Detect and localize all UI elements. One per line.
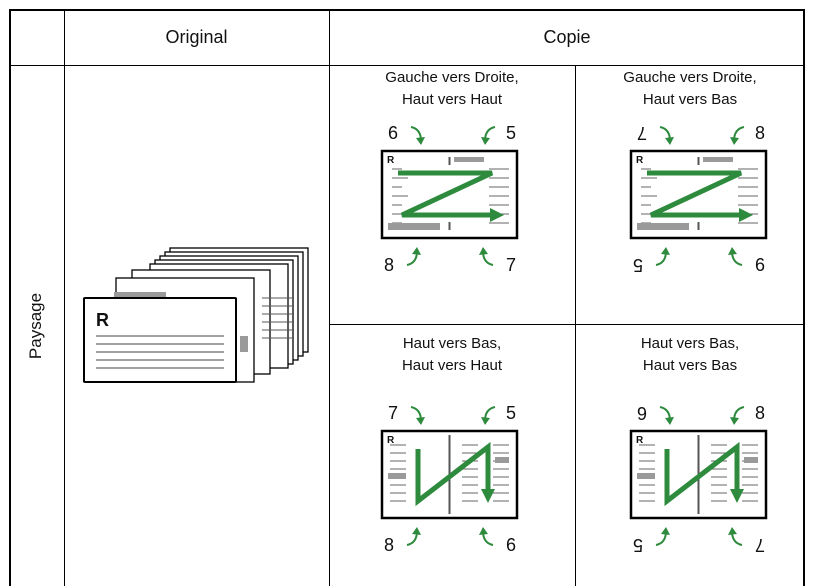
cell-3-curve-arrowhead-top-right [481, 417, 490, 425]
cell-3-page-number-top-right: 5 [506, 403, 516, 423]
cell-1-curve-arrowhead-bottom-left [412, 247, 421, 255]
cell-3-caption-line2: Haut vers Haut [401, 357, 503, 374]
cell-1-page-number-bottom-left: 8 [384, 255, 394, 275]
cell-4-page-number-top-right: 8 [755, 403, 765, 423]
cell-4-arrowhead [730, 489, 744, 503]
cell-2-caption-line2: Haut vers Bas [642, 91, 738, 108]
cell-4-n-arrow [664, 441, 740, 507]
stacked-pages-right-lines [262, 297, 292, 339]
cell-3-curve-arrowhead-bottom-right [479, 527, 488, 535]
cell-1-page-number-bottom-right: 7 [506, 255, 516, 275]
cell-2-curve-arrowhead-top-right [730, 137, 739, 145]
cell-2-gray-bar-top [703, 157, 733, 162]
cell-1-sheet-letter: R [387, 155, 395, 166]
cell-2-caption-line1: Gauche vers Droite, [623, 69, 757, 86]
copie-column-divider [575, 65, 576, 586]
cell-4-curve-arrowhead-bottom-right [728, 527, 737, 535]
cell-1-caption: Gauche vers Droite, Haut vers Haut [329, 67, 575, 111]
cell-4-curve-arrowhead-bottom-left [661, 527, 670, 535]
cell-2-gray-bar-bottom [637, 223, 689, 230]
cell-4-caption-line1: Haut vers Bas, [640, 335, 740, 352]
cell-4-page-number-bottom-left: 5 [633, 535, 643, 555]
copie-row-divider [329, 324, 805, 325]
cell-3-n-arrow [415, 441, 491, 507]
original-page-stack: R [83, 247, 309, 383]
cell-2-sheet-letter: R [636, 155, 644, 166]
cell-4-curve-arrowhead-top-left [665, 417, 674, 425]
cell-2-curve-arrowhead-bottom-left [661, 247, 670, 255]
cell-3-sheet-letter: R [387, 435, 395, 446]
cell-1-page-number-top-right: 5 [506, 123, 516, 143]
cell-1-curve-arrowhead-top-left [416, 137, 425, 145]
front-page [83, 297, 237, 383]
cell-4-sheet-text-lines [639, 435, 758, 514]
cell-1-curve-arrowhead-bottom-right [479, 247, 488, 255]
cell-1-arrowhead [490, 208, 504, 222]
cell-3-gray-bar-right [495, 457, 509, 463]
header-divider [9, 65, 805, 66]
cell-2-page-number-bottom-left: 5 [633, 255, 643, 275]
cell-1-caption-line1: Gauche vers Droite, [385, 69, 519, 86]
header-copie-label: Copie [543, 26, 591, 47]
stacked-page-side-bar [240, 336, 248, 352]
cell-2-caption: Gauche vers Droite, Haut vers Bas [575, 67, 805, 111]
cell-3-gray-bar-left [388, 473, 406, 479]
cell-3-curve-arrowhead-top-left [416, 417, 425, 425]
cell-4-curve-arrowhead-top-right [730, 417, 739, 425]
cell-3-curve-arrowhead-bottom-left [412, 527, 421, 535]
cell-3-page-number-top-left: 7 [388, 403, 398, 423]
cell-3-caption-line1: Haut vers Bas, [402, 335, 502, 352]
cell-3-diagram: R 7 5 8 6 [380, 403, 519, 555]
cell-2-page-number-bottom-right: 6 [755, 255, 765, 275]
cell-4-caption: Haut vers Bas, Haut vers Bas [575, 333, 805, 377]
cell-4-page-number-top-left: 6 [637, 403, 647, 423]
table-frame [9, 9, 805, 586]
cell-3-caption: Haut vers Bas, Haut vers Haut [329, 333, 575, 377]
cell-1-z-arrow [398, 170, 494, 218]
row-label-text: Paysage [26, 292, 46, 359]
stacked-page-gray-bar [114, 292, 166, 299]
cell-1-caption-line2: Haut vers Haut [401, 91, 503, 108]
cell-2-curve-arrowhead-bottom-right [728, 247, 737, 255]
cell-4-gray-bar-right [744, 457, 758, 463]
cell-4-page-number-bottom-right: 7 [755, 535, 765, 555]
cell-2-arrowhead [739, 208, 753, 222]
cell-3-arrowhead [481, 489, 495, 503]
header-original-label: Original [165, 26, 228, 47]
cell-3-page-number-bottom-right: 6 [506, 535, 516, 555]
row-label-divider [64, 9, 65, 586]
cell-2-z-arrow [647, 170, 743, 218]
cell-1-curve-arrowhead-top-right [481, 137, 490, 145]
cell-2-curve-arrowhead-top-left [665, 137, 674, 145]
cell-4-caption-line2: Haut vers Bas [642, 357, 738, 374]
front-page-letter: R [96, 310, 109, 330]
row-label-paysage: Paysage [9, 65, 64, 586]
cell-3-page-number-bottom-left: 8 [384, 535, 394, 555]
original-copie-divider [329, 9, 330, 586]
cell-4-sheet-letter: R [636, 435, 644, 446]
cell-2-page-number-top-right: 8 [755, 123, 765, 143]
header-original: Original [64, 9, 329, 65]
cell-4-gray-bar-left [637, 473, 655, 479]
cell-2-diagram: R 7 8 5 6 [629, 123, 768, 275]
front-page-text-lines [96, 335, 224, 369]
cell-2-page-number-top-left: 7 [637, 123, 647, 143]
cell-1-gray-bar-bottom [388, 223, 440, 230]
cell-1-gray-bar-top [454, 157, 484, 162]
cell-1-page-number-top-left: 6 [388, 123, 398, 143]
header-copie: Copie [329, 9, 805, 65]
cell-1-diagram: R 6 5 8 7 [380, 123, 519, 275]
cell-4-diagram: R 6 8 5 7 [629, 403, 768, 555]
